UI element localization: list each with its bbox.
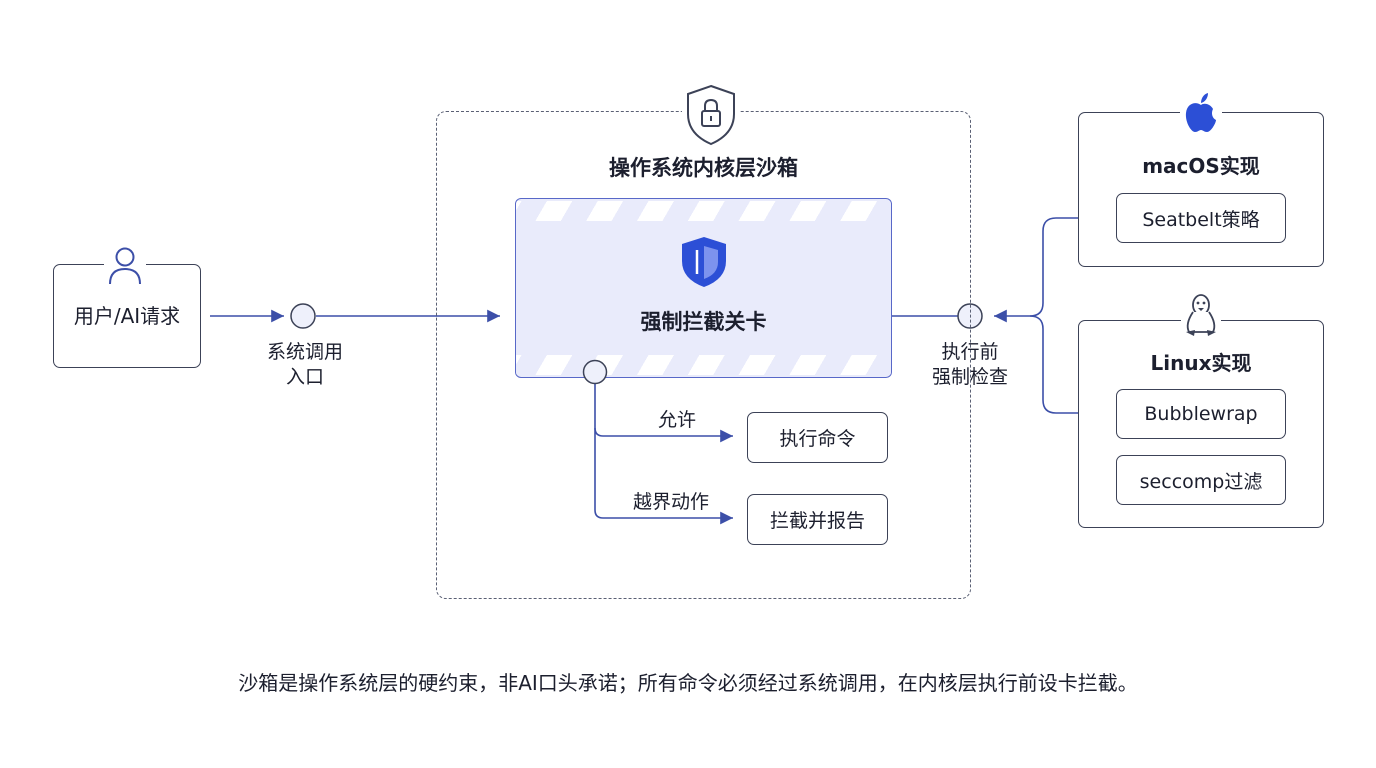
user-request-label: 用户/AI请求 [73, 304, 181, 328]
bubblewrap-label: Bubblewrap [1144, 403, 1258, 425]
linux-title: Linux实现 [1150, 351, 1252, 375]
gate-stripe-bottom [516, 355, 891, 375]
execute-command-label: 执行命令 [779, 428, 856, 450]
sandbox-title: 操作系统内核层沙箱 [609, 156, 798, 180]
block-and-report-label: 拦截并报告 [769, 510, 865, 532]
syscall-entry-label: 系统调用 入口 [245, 340, 365, 390]
precheck-line1: 执行前 [941, 341, 999, 363]
violation-label: 越界动作 [633, 491, 710, 513]
seatbelt-policy-label: Seatbelt策略 [1142, 208, 1260, 231]
macos-implementation-box [1078, 112, 1324, 267]
gate-stripe-top [516, 201, 891, 221]
macos-title: macOS实现 [1142, 154, 1260, 178]
user-icon [104, 242, 146, 290]
lock-shield-icon [682, 82, 740, 148]
entry-node [290, 303, 316, 329]
line-linux-to-precheck [1029, 315, 1116, 414]
apple-icon [1180, 91, 1222, 135]
precheck-label: 执行前 强制检查 [900, 340, 1040, 390]
execute-command-box: 执行命令 [747, 412, 888, 463]
allow-label: 允许 [658, 409, 697, 431]
seccomp-filter-label: seccomp过滤 [1139, 470, 1263, 493]
seccomp-filter-box: seccomp过滤 [1116, 455, 1286, 505]
shield-icon [678, 234, 730, 290]
bubblewrap-box: Bubblewrap [1116, 389, 1286, 439]
gate-output-node [582, 359, 608, 385]
gate-title: 强制拦截关卡 [640, 310, 767, 334]
linux-penguin-icon [1181, 292, 1221, 338]
block-and-report-box: 拦截并报告 [747, 494, 888, 545]
precheck-line2: 强制检查 [931, 366, 1008, 388]
syscall-entry-line1: 系统调用 [266, 341, 343, 363]
syscall-entry-line2: 入口 [285, 366, 324, 388]
enforcement-gate [515, 198, 892, 378]
footer-caption: 沙箱是操作系统层的硬约束，非AI口头承诺；所有命令必须经过系统调用，在内核层执行… [238, 671, 1138, 695]
seatbelt-policy-box: Seatbelt策略 [1116, 193, 1286, 243]
arrow-violation-branch [594, 428, 733, 525]
arrow-macos-to-precheck [994, 217, 1116, 323]
